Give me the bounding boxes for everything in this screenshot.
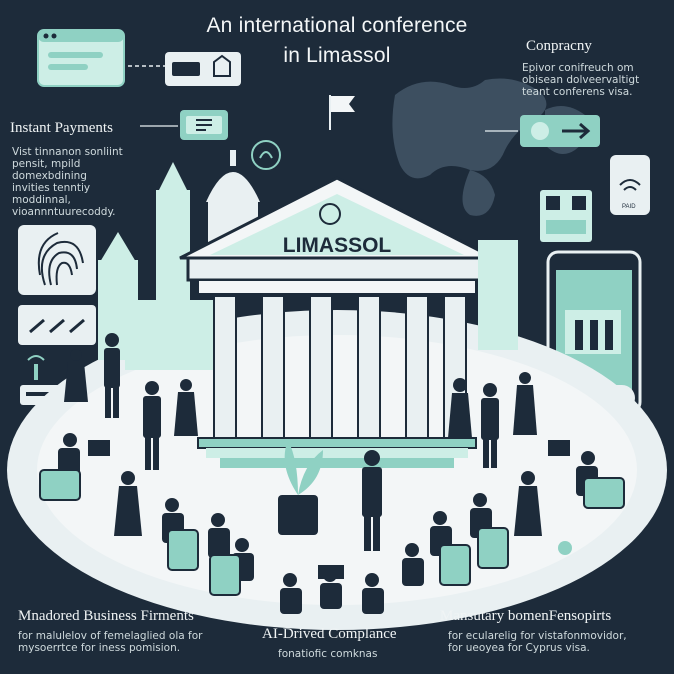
top-right-heading: Conpracny: [526, 38, 592, 54]
attendee-figure: [448, 378, 472, 438]
chairs: [39, 469, 625, 596]
plant-icon: [278, 440, 323, 535]
attendee-figure: [513, 372, 537, 435]
laptop-icon: [88, 440, 570, 579]
attendee-figure: [64, 349, 88, 402]
title-line1: An international conference: [206, 14, 468, 37]
attendee-figure: [143, 381, 161, 470]
bottom-center-heading: AI-Drived Complance: [262, 626, 397, 642]
bottom-center-body: fonatiofic comknas: [278, 648, 378, 660]
smartphone-icon: PAID: [610, 155, 650, 215]
qr-code-icon: [540, 190, 592, 242]
bottom-right-heading: Mansutary bomenFensopirts: [440, 608, 612, 624]
attendee-figure: [362, 573, 384, 614]
attendee-figure: [104, 333, 120, 418]
attendee-figure: [174, 379, 198, 436]
top-right-body: Epivor conifreuch om obisean dolveervalt…: [522, 62, 640, 98]
attendee-figure: [208, 513, 230, 558]
browser-window-icon: [37, 29, 125, 87]
seal-icon: [251, 140, 281, 170]
attendee-figure: [280, 573, 302, 614]
money-icon: [180, 110, 228, 140]
payment-card-icon: [165, 52, 241, 86]
bottom-right-body: for ecularelig for vistafonmovidor, for …: [448, 630, 627, 654]
attendee-figure: [514, 471, 542, 536]
main-building: LIMASSOL: [179, 176, 495, 468]
attendee-figure: [481, 383, 499, 468]
attendee-figure: [402, 543, 424, 586]
phone-label: PAID: [622, 204, 636, 210]
signal-panel: [18, 305, 96, 345]
top-left-heading: Instant Payments: [10, 120, 113, 136]
bottom-left-body: for malulelov of femelaglied ola for mys…: [18, 630, 203, 654]
bottom-left-heading: Mnadored Business Firments: [18, 608, 194, 624]
title-line2: in Limassol: [283, 44, 391, 67]
flag-icon: [329, 95, 355, 130]
top-left-body: Vist tinnanon sonliint pensit, mpild dom…: [12, 146, 123, 218]
attendee-figure: [114, 471, 142, 536]
arrow-right-icon: [520, 115, 600, 147]
building-sign: LIMASSOL: [283, 234, 392, 257]
checkmark-icon: [558, 541, 572, 555]
fingerprint-icon: [18, 225, 96, 295]
church-building: [98, 162, 215, 370]
attendee-figure: [362, 450, 382, 551]
